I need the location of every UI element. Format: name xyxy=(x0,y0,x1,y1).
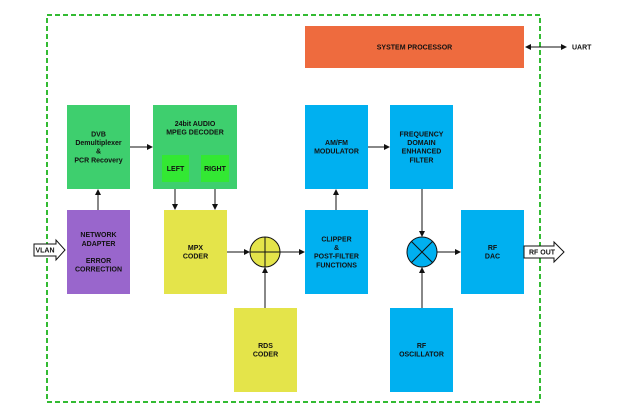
label-line: NETWORK xyxy=(80,232,116,239)
label-line: DAC xyxy=(485,254,500,261)
label-line: RIGHT xyxy=(204,166,227,173)
label-line: AM/FM xyxy=(325,140,348,147)
label-line: 24bit AUDIO xyxy=(175,121,216,128)
rf-oscillator-block xyxy=(390,308,453,392)
rf-dac-label: RF DAC xyxy=(485,245,500,261)
label-line: ERROR xyxy=(86,258,111,265)
right-channel-block xyxy=(201,155,229,182)
vlan-label: VLAN xyxy=(35,247,54,254)
right-channel-label: RIGHT xyxy=(204,166,227,173)
rf-dac-block xyxy=(461,210,524,294)
label-line: POST-FILTER xyxy=(314,254,359,261)
label-line: OSCILLATOR xyxy=(399,352,444,359)
label-line: DOMAIN xyxy=(407,140,435,147)
mpx-coder-label: MPX CODER xyxy=(183,245,208,261)
label-line: FREQUENCY xyxy=(400,132,444,139)
network-adapter-block xyxy=(67,210,130,294)
rf-out-label: RF OUT xyxy=(529,249,556,256)
label-line: CLIPPER xyxy=(321,237,351,244)
system-processor-block xyxy=(305,26,524,68)
label-line: RF xyxy=(417,343,427,350)
label-line: CODER xyxy=(183,254,208,261)
frequency-filter-block xyxy=(390,105,453,189)
left-channel-label: LEFT xyxy=(167,166,185,173)
label-line: MPEG DECODER xyxy=(166,130,224,137)
rf-out-port: RF OUT xyxy=(523,240,565,264)
summing-junction-icon xyxy=(249,236,281,268)
label-line: SYSTEM PROCESSOR xyxy=(377,44,452,51)
clipper-block xyxy=(305,210,368,294)
label-line: Demultiplexer xyxy=(75,140,122,147)
network-adapter-label: NETWORK ADAPTER ERROR CORRECTION xyxy=(75,232,122,273)
signal-arrows xyxy=(95,44,567,308)
rds-coder-block xyxy=(234,308,297,392)
label-line: FUNCTIONS xyxy=(316,262,357,269)
label-line: FILTER xyxy=(410,157,434,164)
label-line: RF xyxy=(488,245,498,252)
label-line: CODER xyxy=(253,352,278,359)
label-line: RDS xyxy=(258,343,273,350)
system-processor-label: SYSTEM PROCESSOR xyxy=(377,44,452,51)
label-line: ADAPTER xyxy=(82,241,116,248)
label-line: & xyxy=(96,149,101,156)
rds-coder-label: RDS CODER xyxy=(253,343,278,359)
label-line: MPX xyxy=(188,245,204,252)
vlan-port: VLAN xyxy=(33,238,66,262)
mixer-icon xyxy=(406,236,438,268)
label-line: UART xyxy=(572,44,592,51)
label-line: VLAN xyxy=(35,247,54,254)
am-fm-modulator-label: AM/FM MODULATOR xyxy=(314,140,359,156)
mpeg-decoder-label: 24bit AUDIO MPEG DECODER xyxy=(166,121,224,137)
label-line: CORRECTION xyxy=(75,267,122,274)
label-line: MODULATOR xyxy=(314,149,359,156)
label-line: PCR Recovery xyxy=(74,157,122,164)
uart-label: UART xyxy=(572,44,592,51)
left-channel-block xyxy=(162,155,189,182)
label-line: & xyxy=(334,245,339,252)
label-line: RF OUT xyxy=(529,249,556,256)
label-line: DVB xyxy=(91,132,106,139)
label-line: ENHANCED xyxy=(402,149,442,156)
label-line: LEFT xyxy=(167,166,185,173)
mpx-coder-block xyxy=(164,210,227,294)
rf-oscillator-label: RF OSCILLATOR xyxy=(399,343,444,359)
am-fm-modulator-block xyxy=(305,105,368,189)
dvb-demux-block xyxy=(67,105,130,189)
